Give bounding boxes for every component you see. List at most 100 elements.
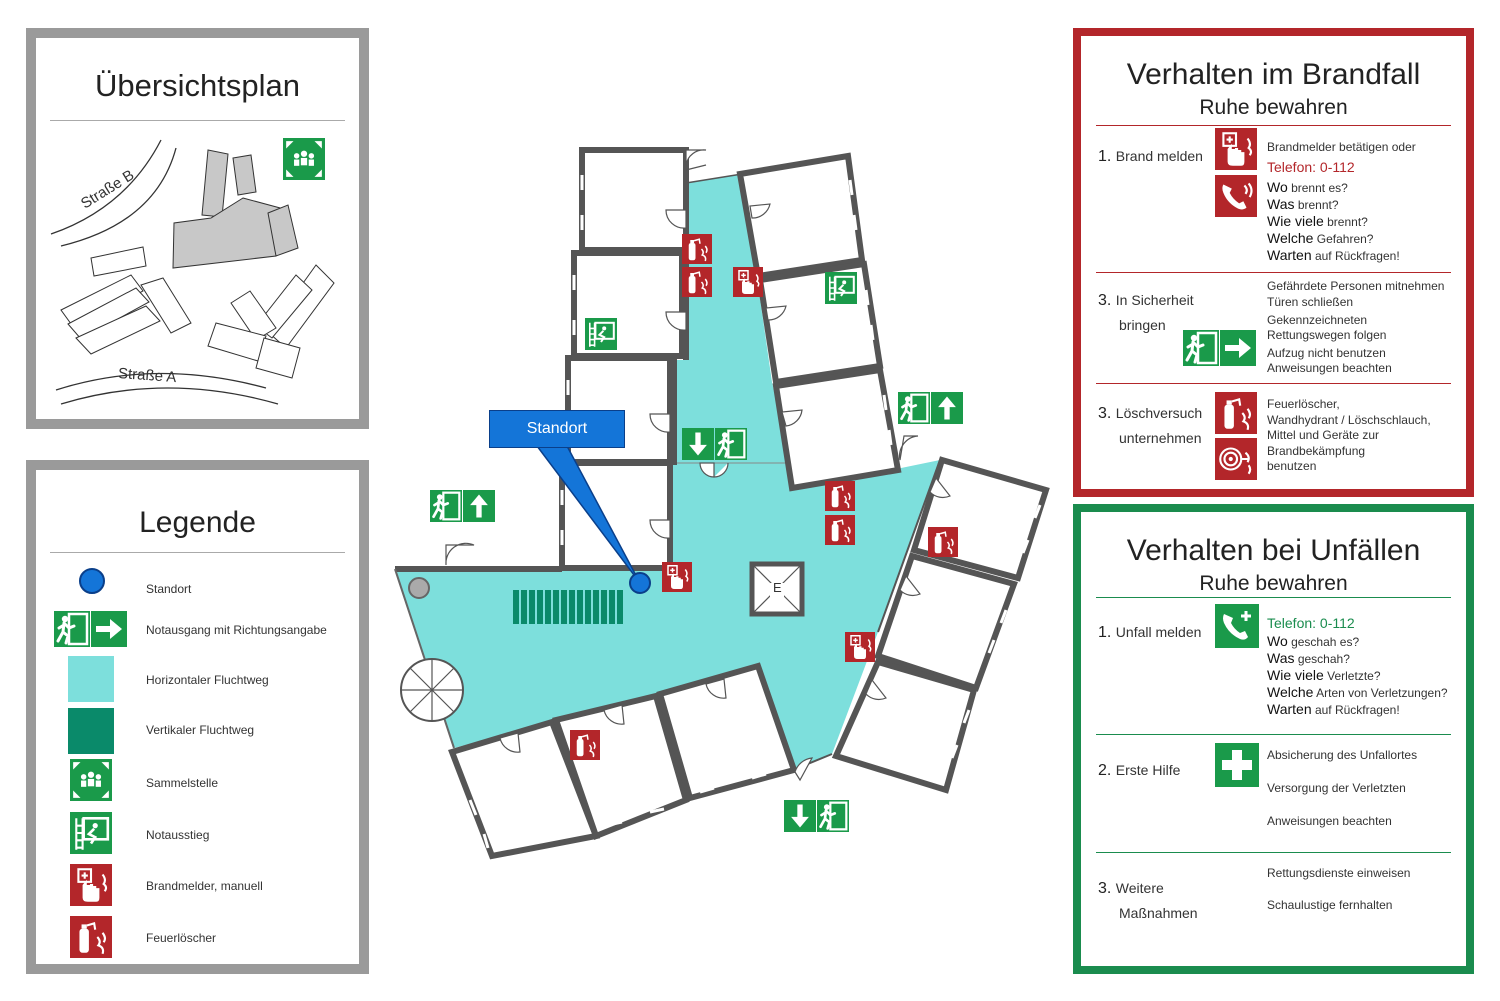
emergency-exit-ladder-icon — [825, 272, 857, 304]
overview-title: Übersichtsplan — [94, 68, 301, 103]
fire-question: Warten auf Rückfragen! — [1267, 247, 1400, 263]
accident-step3: 3. Weitere — [1098, 880, 1164, 897]
emergency-exit-arrow-icon — [54, 611, 127, 652]
accident-question: Wo geschah es? — [1267, 633, 1360, 649]
vertical-escape-route-swatch — [68, 708, 114, 754]
fire-step2-label2: bringen — [1119, 317, 1166, 333]
fire-step2-text: Aufzug nicht benutzen — [1267, 346, 1386, 360]
manual-fire-alarm-icon — [733, 267, 763, 297]
elevator-label: E — [773, 580, 782, 595]
accident-question: Was geschah? — [1267, 650, 1350, 666]
overview-divider — [50, 120, 345, 121]
accident-phone-number: Telefon: 0-112 — [1267, 615, 1355, 631]
assembly-point-icon — [70, 759, 112, 801]
accident-divider — [1096, 597, 1451, 598]
fire-divider — [1096, 272, 1451, 273]
fire-hose-icon — [1215, 438, 1257, 480]
fire-step2-text: Gekennzeichneten — [1267, 313, 1368, 327]
exit-sign-down — [784, 800, 849, 837]
legend-item-label: Standort — [146, 582, 192, 596]
location-dot-icon — [79, 568, 105, 594]
fire-title: Verhalten im Brandfall — [1126, 58, 1421, 91]
site-map — [50, 139, 335, 405]
accident-divider — [1096, 734, 1451, 735]
fire-extinguisher-icon — [1215, 392, 1257, 434]
accident-step2: 2. Erste Hilfe — [1098, 762, 1181, 779]
fire-extinguisher-icon — [70, 916, 112, 958]
fire-question: Was brennt? — [1267, 196, 1339, 212]
accident-divider — [1096, 852, 1451, 853]
fire-step3-text: Wandhydrant / Löschschlauch, — [1267, 413, 1431, 427]
fire-phone-number: Telefon: 0-112 — [1267, 159, 1355, 175]
emergency-exit-ladder-icon — [70, 812, 112, 854]
legend-title: Legende — [139, 506, 256, 539]
fire-step3-text: Feuerlöscher, — [1267, 397, 1340, 411]
fire-extinguisher-icon — [682, 267, 712, 297]
manual-fire-alarm-icon — [70, 864, 112, 906]
fire-question: Wo brennt es? — [1267, 179, 1348, 195]
legend-item-label: Notausgang mit Richtungsangabe — [146, 623, 327, 637]
exit-sign-up — [898, 392, 963, 429]
legend-item-label: Sammelstelle — [146, 776, 219, 790]
horizontal-escape-route-swatch — [68, 656, 114, 702]
legend-item-label: Feuerlöscher — [146, 931, 217, 945]
fire-step2-text: Rettungswegen folgen — [1267, 328, 1387, 342]
accident-step2-text: Anweisungen beachten — [1267, 814, 1392, 828]
fire-step3-text: Mittel und Geräte zur — [1267, 428, 1380, 442]
accident-step3-text: Schaulustige fernhalten — [1267, 898, 1393, 912]
fire-question: Welche Gefahren? — [1267, 230, 1374, 246]
first-aid-icon — [1215, 743, 1259, 787]
accident-step2-text: Versorgung der Verletzten — [1267, 781, 1406, 795]
fire-extinguisher-icon — [570, 730, 600, 760]
manual-fire-alarm-icon — [662, 562, 692, 592]
fire-step3-label2: unternehmen — [1119, 430, 1202, 446]
fire-divider — [1096, 125, 1451, 126]
accident-step3-text: Rettungsdienste einweisen — [1267, 866, 1411, 880]
accident-panel: Verhalten bei Unfällen Ruhe bewahren 1. … — [1073, 504, 1474, 974]
accident-step2-text: Absicherung des Unfallortes — [1267, 748, 1418, 762]
fire-step3: 3. Löschversuch — [1098, 405, 1203, 422]
accident-step1: 1. Unfall melden — [1098, 624, 1202, 641]
fire-step2-text: Türen schließen — [1267, 295, 1354, 309]
fire-step2: 3. In Sicherheit — [1098, 292, 1194, 309]
standort-callout-label: Standort — [526, 420, 588, 437]
staircase — [513, 590, 623, 624]
accident-question: Warten auf Rückfragen! — [1267, 701, 1400, 717]
accident-question: Wie viele Verletzte? — [1267, 667, 1381, 683]
fire-subtitle: Ruhe bewahren — [1199, 96, 1348, 119]
fire-extinguisher-icon — [825, 515, 855, 545]
fire-step1-text: Brandmelder betätigen oder — [1267, 140, 1416, 154]
legend-item-label: Notausstieg — [146, 828, 210, 842]
standort-callout: Standort — [489, 410, 625, 448]
legend-divider — [50, 552, 345, 553]
revolving-door — [400, 658, 464, 722]
fire-step3-text: Brandbekämpfung — [1267, 444, 1366, 458]
fire-question: Wie viele brennt? — [1267, 213, 1368, 229]
manual-fire-alarm-icon — [845, 632, 875, 662]
legend-panel: Legende Standort Notausgang mit Richtung… — [26, 460, 369, 974]
fire-panel: Verhalten im Brandfall Ruhe bewahren 1. … — [1073, 28, 1474, 497]
fire-extinguisher-icon — [928, 527, 958, 557]
exit-sign-up — [430, 490, 495, 527]
fire-phone-icon — [1215, 175, 1257, 217]
standort-callout-pointer — [535, 445, 641, 584]
column — [408, 577, 430, 599]
legend-item-label: Brandmelder, manuell — [146, 879, 263, 893]
fire-step1: 1. Brand melden — [1098, 148, 1203, 165]
emergency-phone-icon — [1215, 604, 1259, 648]
manual-fire-alarm-icon — [1215, 128, 1257, 170]
accident-step3-label2: Maßnahmen — [1119, 905, 1198, 921]
fire-extinguisher-icon — [682, 234, 712, 264]
accident-question: Welche Arten von Verletzungen? — [1267, 684, 1448, 700]
exit-sign-down — [682, 428, 747, 465]
overview-panel: Übersichtsplan Straße B Straße A — [26, 28, 369, 429]
fire-extinguisher-icon — [825, 481, 855, 511]
fire-step3-text: benutzen — [1267, 459, 1317, 473]
legend-item-label: Vertikaler Fluchtweg — [146, 723, 255, 737]
horizontal-escape-route — [395, 174, 940, 770]
fire-divider — [1096, 383, 1451, 384]
standort-dot — [629, 572, 651, 594]
fire-step2-text: Anweisungen beachten — [1267, 361, 1392, 375]
emergency-exit-ladder-icon — [585, 318, 617, 350]
accident-title: Verhalten bei Unfällen — [1126, 534, 1421, 567]
